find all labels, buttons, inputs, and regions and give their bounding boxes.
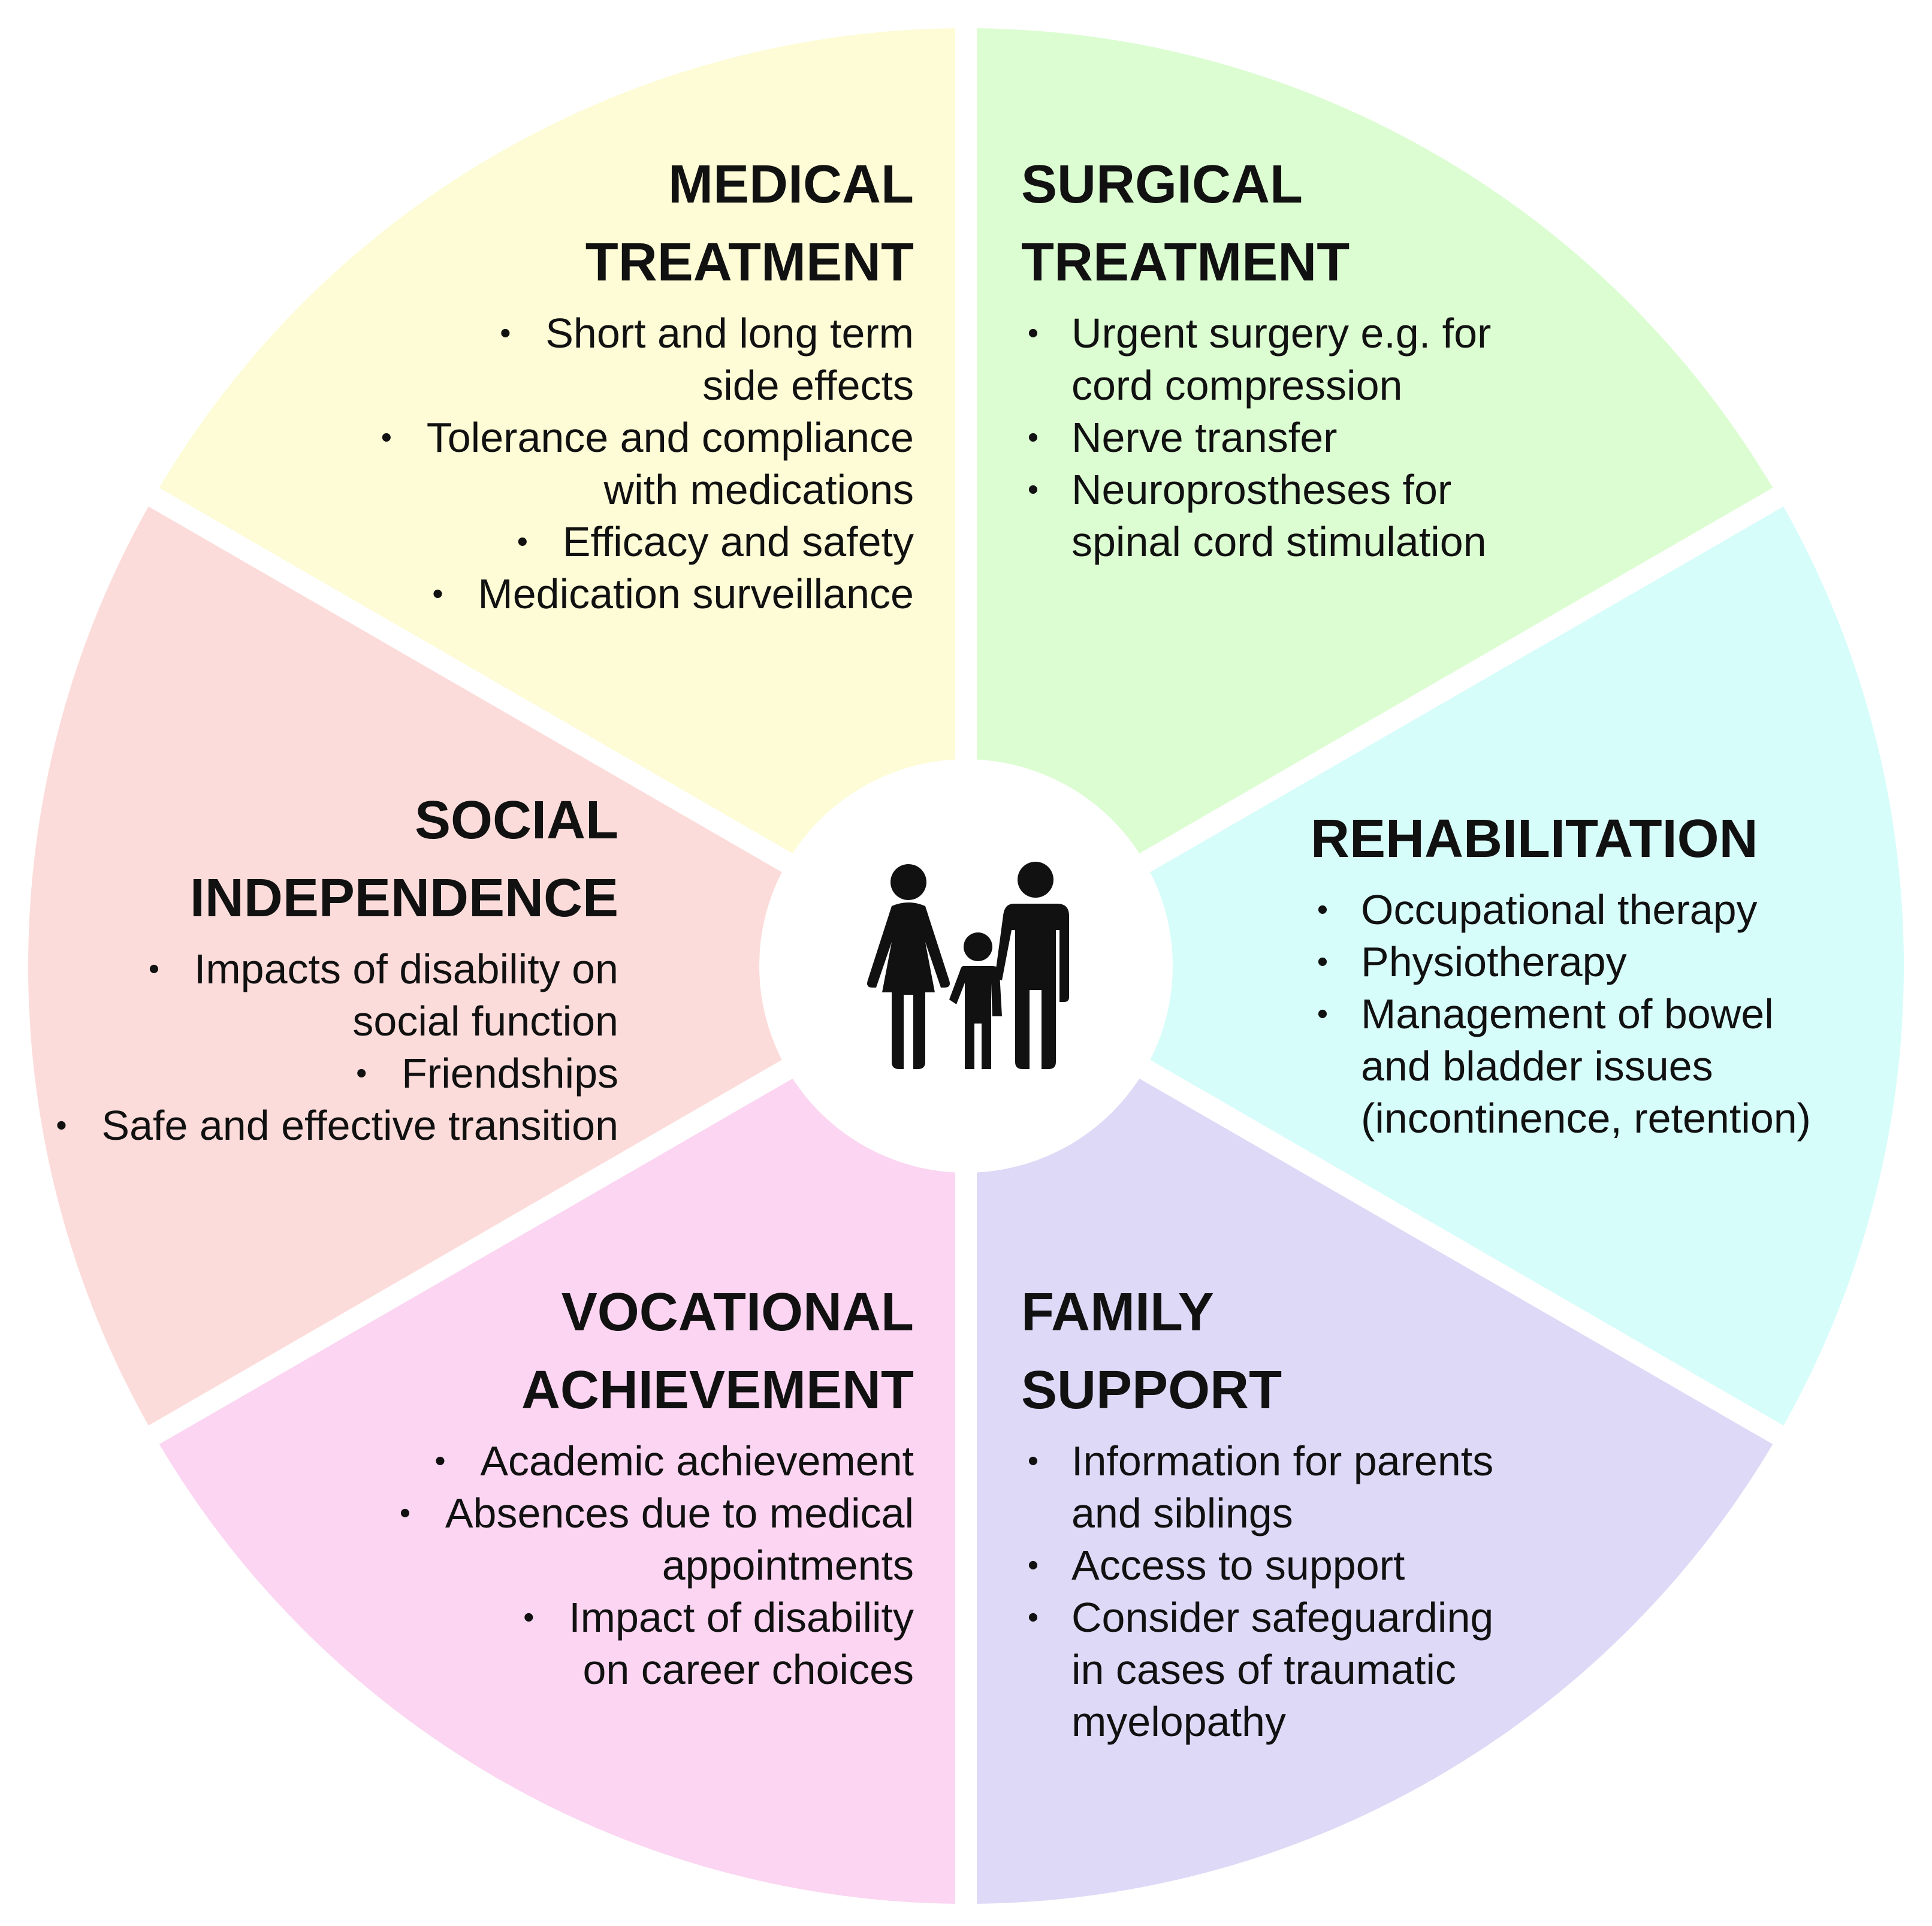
list-item: Consider safeguarding in cases of trauma… xyxy=(1021,1592,1560,1748)
list-item: Management of bowel and bladder issues (… xyxy=(1311,988,1850,1145)
mother-head xyxy=(890,864,926,900)
list-item: •Friendships xyxy=(356,1050,618,1097)
list-item: •Absences due to medical appointments xyxy=(399,1490,914,1589)
list-item: Access to support xyxy=(1021,1539,1560,1592)
bullet-list: •Academic achievement •Absences due to m… xyxy=(375,1435,914,1696)
segment-medical-treatment: MEDICAL TREATMENT •Short and long term s… xyxy=(375,146,914,620)
list-item: •Medication surveillance xyxy=(432,570,914,617)
segment-title: FAMILY SUPPORT xyxy=(1021,1282,1282,1420)
segment-surgical-treatment: SURGICAL TREATMENT Urgent surgery e.g. f… xyxy=(1021,146,1560,568)
father-head xyxy=(1018,862,1053,898)
list-item: Physiotherapy xyxy=(1311,936,1850,988)
list-item: Information for parents and siblings xyxy=(1021,1435,1560,1539)
list-item: •Safe and effective transition xyxy=(56,1102,618,1149)
segment-title: REHABILITATION xyxy=(1311,809,1758,869)
family-icon xyxy=(867,862,1069,1069)
segment-title: VOCATIONAL ACHIEVEMENT xyxy=(521,1282,914,1420)
bullet-list: Information for parents and siblings Acc… xyxy=(1021,1435,1560,1748)
bullet-list: Urgent surgery e.g. for cord compression… xyxy=(1021,307,1560,568)
list-item: •Impacts of disability on social functio… xyxy=(148,946,618,1044)
mother-body xyxy=(867,902,950,1069)
segment-title: SURGICAL TREATMENT xyxy=(1021,155,1350,292)
bullet-list: Occupational therapy Physiotherapy Manag… xyxy=(1311,884,1850,1145)
list-item: Occupational therapy xyxy=(1311,884,1850,936)
segment-vocational-achievement: VOCATIONAL ACHIEVEMENT •Academic achieve… xyxy=(375,1273,914,1696)
list-item: •Efficacy and safety xyxy=(517,518,914,565)
segment-title: MEDICAL TREATMENT xyxy=(585,155,914,292)
bullet-list: •Short and long term side effects •Toler… xyxy=(375,307,914,620)
list-item: Neuroprostheses for spinal cord stimulat… xyxy=(1021,464,1560,568)
list-item: •Impact of disability on career choices xyxy=(523,1594,914,1693)
list-item: •Academic achievement xyxy=(434,1438,914,1484)
segment-title: SOCIAL INDEPENDENCE xyxy=(189,790,618,928)
wedge-medical-treatment xyxy=(153,28,966,966)
child-head xyxy=(964,932,992,961)
wedge-social-independence xyxy=(28,497,966,1435)
father-body xyxy=(995,904,1069,1069)
wedge-vocational-achievement xyxy=(153,966,966,1904)
list-item: Nerve transfer xyxy=(1021,412,1560,464)
segment-family-support: FAMILY SUPPORT Information for parents a… xyxy=(1021,1273,1560,1748)
segment-social-independence: SOCIAL INDEPENDENCE •Impacts of disabili… xyxy=(31,781,618,1152)
segment-rehabilitation: REHABILITATION Occupational therapy Phys… xyxy=(1311,800,1850,1145)
list-item: •Short and long term side effects xyxy=(500,310,914,409)
list-item: Urgent surgery e.g. for cord compression xyxy=(1021,307,1560,412)
bullet-list: •Impacts of disability on social functio… xyxy=(31,943,618,1152)
child-body xyxy=(949,966,1002,1069)
list-item: •Tolerance and compliance with medicatio… xyxy=(381,414,914,513)
